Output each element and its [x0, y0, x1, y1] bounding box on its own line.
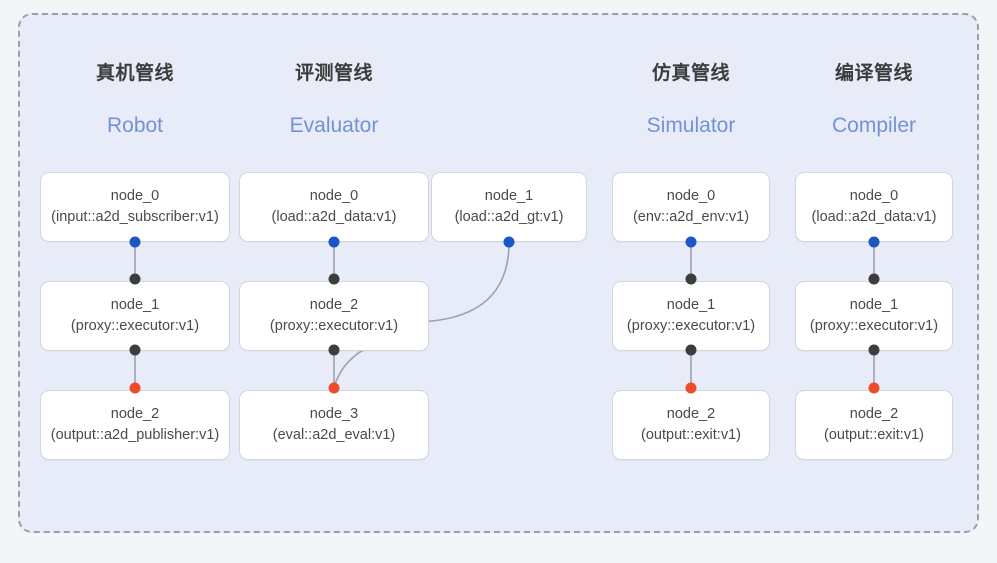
node-type: (output::a2d_publisher:v1) — [50, 427, 220, 443]
port-output-evaluator-gt[interactable] — [503, 236, 515, 248]
node-name: node_2 — [849, 406, 899, 422]
node-type: (load::a2d_data:v1) — [271, 209, 397, 225]
node-type: (output::exit:v1) — [641, 427, 741, 443]
node-type: (output::exit:v1) — [824, 427, 924, 443]
port-output-compiler-1[interactable] — [868, 344, 880, 356]
node-type: (eval::a2d_eval:v1) — [272, 427, 396, 443]
node-simulator-2[interactable]: node_2 (output::exit:v1) — [612, 390, 770, 460]
node-evaluator-0[interactable]: node_0 (load::a2d_data:v1) — [239, 172, 429, 242]
column-title-en-compiler: Compiler — [831, 114, 917, 137]
column-header-simulator: 仿真管线 Simulator — [591, 62, 791, 139]
port-input-robot-1[interactable] — [129, 273, 141, 285]
node-name: node_2 — [110, 406, 160, 422]
node-type: (proxy::executor:v1) — [70, 318, 200, 334]
column-title-cn-simulator: 仿真管线 — [651, 63, 730, 84]
node-simulator-0[interactable]: node_0 (env::a2d_env:v1) — [612, 172, 770, 242]
node-name: node_0 — [110, 188, 160, 204]
port-output-evaluator-0[interactable] — [328, 236, 340, 248]
port-input-evaluator-2[interactable] — [328, 273, 340, 285]
node-robot-1[interactable]: node_1 (proxy::executor:v1) — [40, 281, 230, 351]
node-type: (proxy::executor:v1) — [269, 318, 399, 334]
port-terminal-compiler-2[interactable] — [868, 382, 880, 394]
port-output-simulator-1[interactable] — [685, 344, 697, 356]
column-title-cn-evaluator: 评测管线 — [294, 63, 373, 84]
node-evaluator-2[interactable]: node_2 (proxy::executor:v1) — [239, 281, 429, 351]
column-title-cn-robot: 真机管线 — [95, 63, 174, 84]
node-robot-0[interactable]: node_0 (input::a2d_subscriber:v1) — [40, 172, 230, 242]
node-compiler-2[interactable]: node_2 (output::exit:v1) — [795, 390, 953, 460]
node-type: (load::a2d_data:v1) — [811, 209, 937, 225]
node-robot-2[interactable]: node_2 (output::a2d_publisher:v1) — [40, 390, 230, 460]
node-name: node_0 — [666, 188, 716, 204]
column-title-en-evaluator: Evaluator — [289, 114, 379, 137]
port-terminal-evaluator-3[interactable] — [328, 382, 340, 394]
node-name: node_1 — [666, 297, 716, 313]
node-type: (load::a2d_gt:v1) — [454, 209, 564, 225]
port-output-robot-0[interactable] — [129, 236, 141, 248]
node-type: (env::a2d_env:v1) — [632, 209, 750, 225]
port-output-simulator-0[interactable] — [685, 236, 697, 248]
node-name: node_2 — [309, 297, 359, 313]
port-terminal-simulator-2[interactable] — [685, 382, 697, 394]
node-type: (proxy::executor:v1) — [809, 318, 939, 334]
node-name: node_2 — [666, 406, 716, 422]
column-title-en-robot: Robot — [106, 114, 164, 137]
node-type: (proxy::executor:v1) — [626, 318, 756, 334]
node-name: node_3 — [309, 406, 359, 422]
column-header-evaluator: 评测管线 Evaluator — [234, 62, 434, 139]
node-evaluator-gt[interactable]: node_1 (load::a2d_gt:v1) — [431, 172, 587, 242]
node-compiler-1[interactable]: node_1 (proxy::executor:v1) — [795, 281, 953, 351]
column-header-robot: 真机管线 Robot — [35, 62, 235, 139]
port-input-simulator-1[interactable] — [685, 273, 697, 285]
port-output-evaluator-2[interactable] — [328, 344, 340, 356]
node-compiler-0[interactable]: node_0 (load::a2d_data:v1) — [795, 172, 953, 242]
port-terminal-robot-2[interactable] — [129, 382, 141, 394]
node-name: node_0 — [309, 188, 359, 204]
column-header-compiler: 编译管线 Compiler — [774, 62, 974, 139]
column-title-cn-compiler: 编译管线 — [834, 63, 913, 84]
node-simulator-1[interactable]: node_1 (proxy::executor:v1) — [612, 281, 770, 351]
port-input-compiler-1[interactable] — [868, 273, 880, 285]
port-output-compiler-0[interactable] — [868, 236, 880, 248]
node-name: node_1 — [484, 188, 534, 204]
port-output-robot-1[interactable] — [129, 344, 141, 356]
node-name: node_1 — [849, 297, 899, 313]
column-title-en-simulator: Simulator — [646, 114, 736, 137]
node-name: node_0 — [849, 188, 899, 204]
node-name: node_1 — [110, 297, 160, 313]
node-type: (input::a2d_subscriber:v1) — [51, 209, 219, 225]
node-evaluator-3[interactable]: node_3 (eval::a2d_eval:v1) — [239, 390, 429, 460]
